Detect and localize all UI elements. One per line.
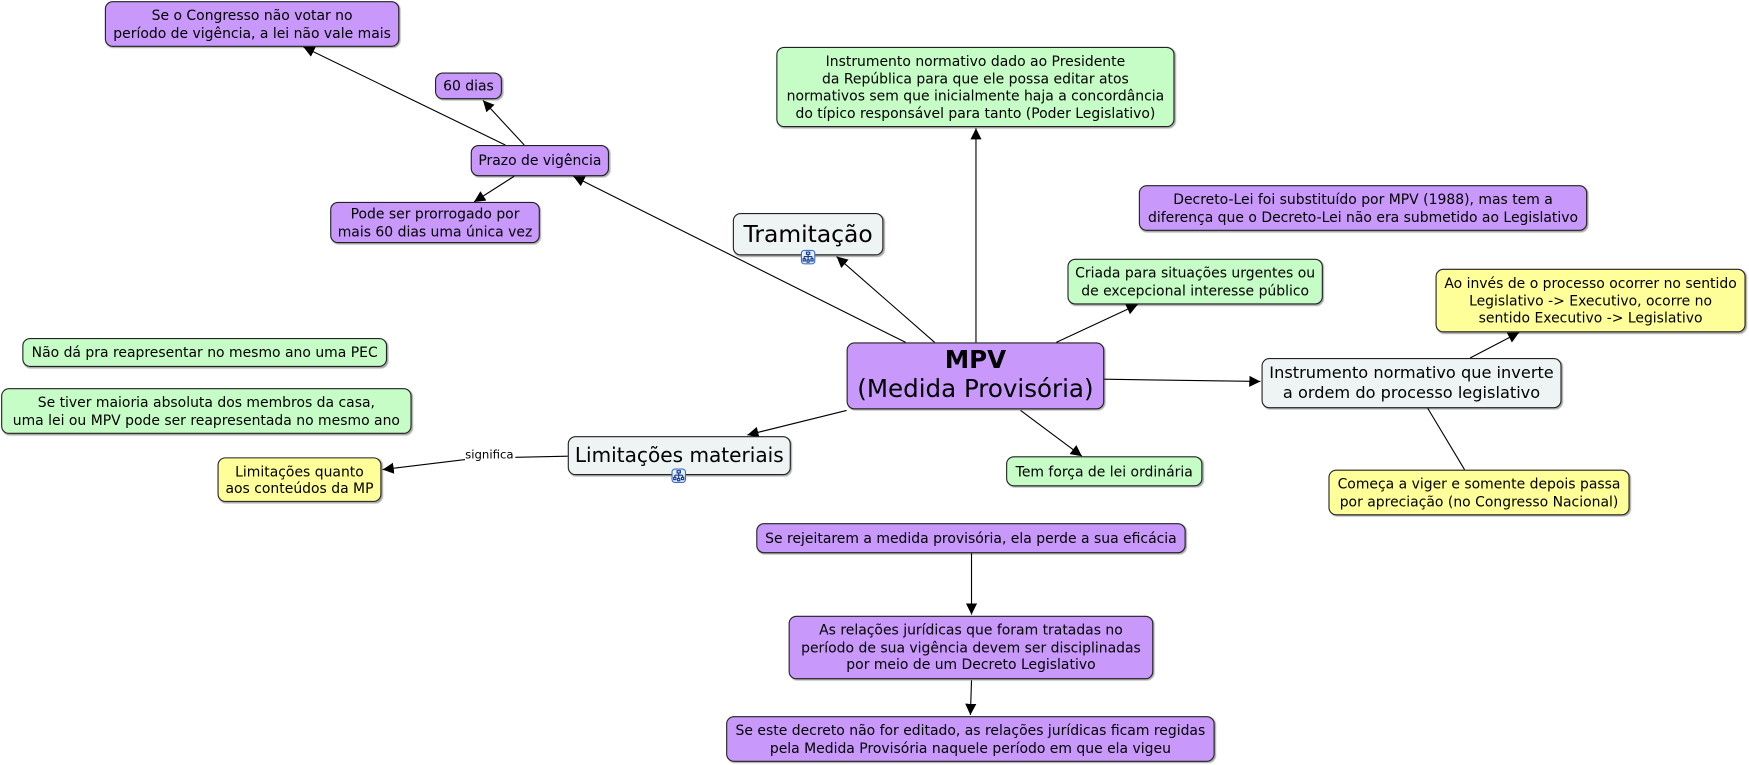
mpv-title: MPV [944,346,1007,375]
node-ao-inves[interactable]: Ao invés de o processo ocorrer no sentid… [1435,268,1746,333]
submap-icon[interactable] [800,249,816,265]
link-inverte-aoinves [1469,331,1520,359]
node-60-dias[interactable]: 60 dias [435,72,502,100]
link-prazo-prorrogado [473,175,515,203]
node-decreto-lei[interactable]: Decreto-Lei foi substituído por MPV (198… [1138,185,1588,231]
node-rejeitarem[interactable]: Se rejeitarem a medida provisória, ela p… [756,523,1186,554]
submap-icon[interactable] [671,468,686,483]
link-prazo-60dias [482,100,525,146]
link-mpv-prazo [573,175,906,343]
node-se-este[interactable]: Se este decreto não for editado, as rela… [726,716,1215,762]
link-mpv-temforca [1020,410,1083,457]
link-mpv-inverte [1104,375,1261,387]
link-mpv-limitacoes [747,409,847,438]
node-inverte[interactable]: Instrumento normativo que inverte a orde… [1261,358,1562,409]
node-comeca[interactable]: Começa a viger e somente depois passa po… [1328,469,1630,516]
node-congresso[interactable]: Se o Congresso não votar no período de v… [104,1,400,47]
node-se-tiver[interactable]: Se tiver maioria absoluta dos membros da… [1,388,412,434]
node-instrumento-dado[interactable]: Instrumento normativo dado ao Presidente… [776,46,1175,128]
node-mpv[interactable]: MPV (Medida Provisória) [846,342,1105,410]
link-relacoes-seeste [965,680,977,715]
link-mpv-criada [1056,303,1138,343]
link-limitacoes-significa [515,455,568,458]
node-limitacoes-quanto[interactable]: Limitações quanto aos conteúdos da MP [217,457,382,502]
link-mpv-tramitacao [836,256,936,343]
link-significa-quanto [382,458,466,474]
node-prorrogado[interactable]: Pode ser prorrogado por mais 60 dias uma… [330,201,540,244]
node-prazo-vigencia[interactable]: Prazo de vigência [470,145,610,177]
node-relacoes[interactable]: As relações jurídicas que foram tratadas… [788,615,1154,680]
node-criada[interactable]: Criada para situações urgentes ou de exc… [1067,258,1323,305]
link-label-significa: significa [465,448,514,462]
link-comeca-inverte [1427,407,1465,470]
node-tramitacao[interactable]: Tramitação [732,213,884,256]
node-tem-forca[interactable]: Tem força de lei ordinária [1006,456,1203,487]
link-prazo-congresso [303,46,506,146]
node-nao-da[interactable]: Não dá pra reapresentar no mesmo ano uma… [22,337,388,367]
mpv-subtitle: (Medida Provisória) [857,375,1094,404]
